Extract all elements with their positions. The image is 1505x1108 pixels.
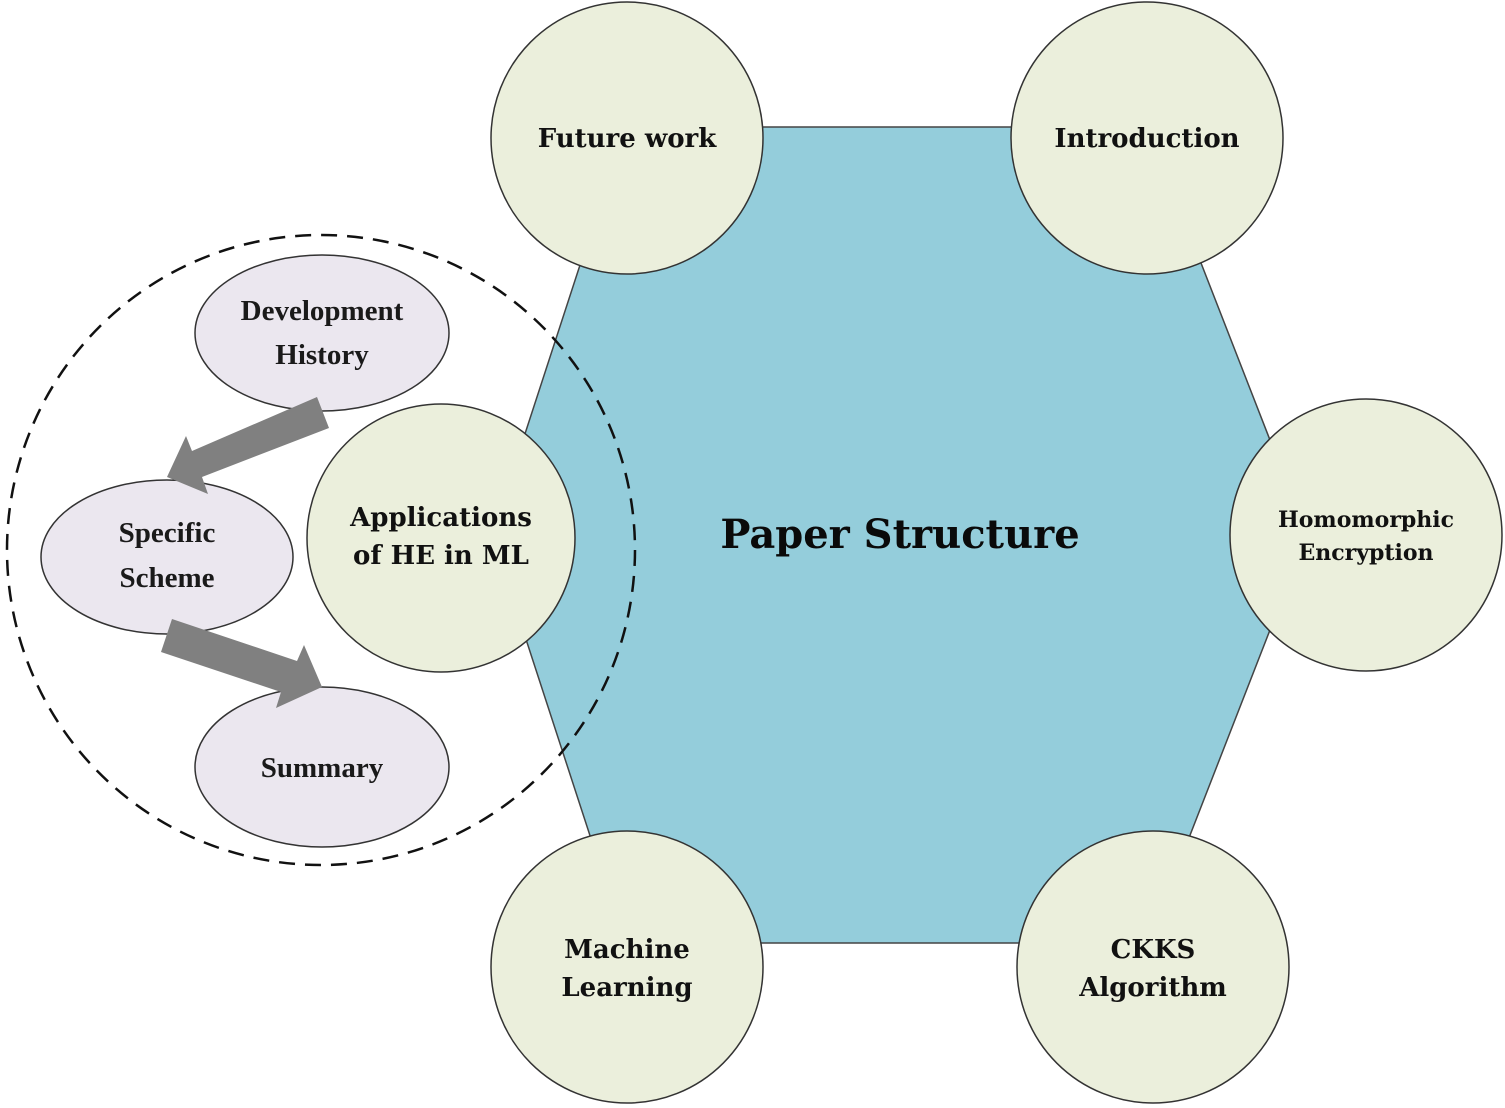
arrow-scheme-to-summary [161,619,322,708]
section-label-line-1: CKKS [1111,935,1196,965]
section-label-line-2: Learning [561,973,692,1003]
subsection-label-line-1: Specific [119,517,216,549]
section-applications: Applications of HE in ML [306,403,576,673]
section-label-line-1: Machine [564,935,690,965]
section-introduction: Introduction [1010,1,1284,275]
subsection-specific-scheme: Specific Scheme [40,479,294,635]
section-machine-learning: Machine Learning [490,830,764,1104]
section-label-line-2: Algorithm [1078,973,1227,1003]
section-ckks-algorithm: CKKS Algorithm [1016,830,1290,1104]
center-title: Paper Structure [720,511,1079,558]
subsection-development-history: Development History [194,254,450,412]
arrow-history-to-scheme [167,397,329,494]
subsection-label: Summary [261,752,384,784]
subsection-label-line-2: Scheme [119,562,214,594]
subsection-group-outline [5,233,637,867]
section-future-work: Future work [490,1,764,275]
subsection-label-line-2: History [275,339,369,371]
section-label-line-2: of HE in ML [353,541,529,571]
section-label: Introduction [1054,124,1239,154]
section-label-line-1: Applications [349,503,532,533]
subsection-label-line-1: Development [241,295,404,327]
section-label-line-2: Encryption [1298,540,1433,566]
section-label-line-1: Homomorphic [1278,507,1454,533]
subsection-summary: Summary [194,686,450,848]
section-label: Future work [538,124,718,154]
section-homomorphic-encryption: Homomorphic Encryption [1229,398,1503,672]
